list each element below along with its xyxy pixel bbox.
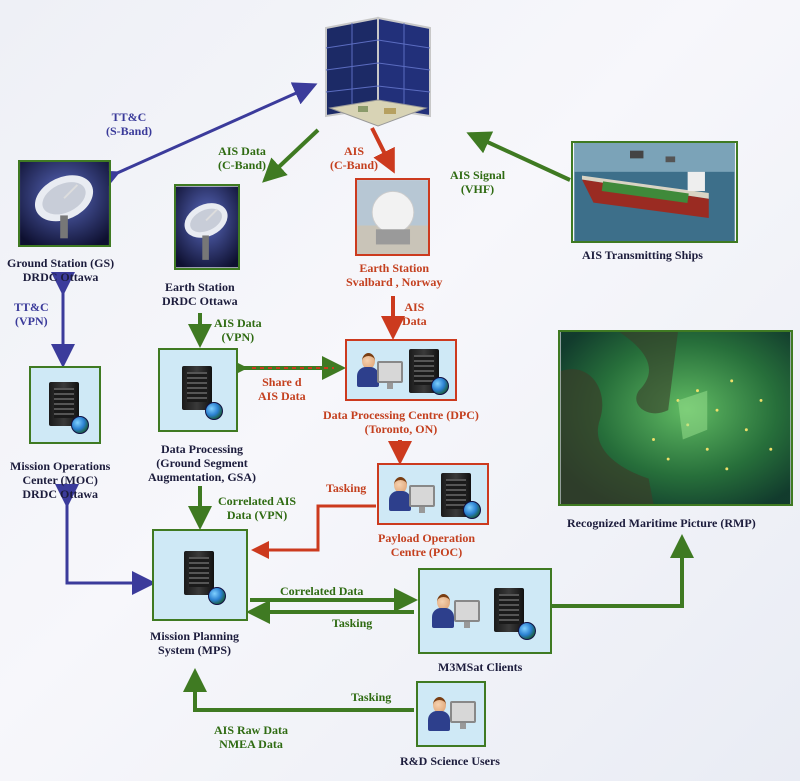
arrow-poc-tasking xyxy=(251,504,376,559)
dpc-box xyxy=(345,339,457,401)
label-rmp: Recognized Maritime Picture (RMP) xyxy=(567,516,756,530)
label-ais-data-cband: AIS Data(C-Band) xyxy=(218,144,267,172)
label-rd-science-users: R&D Science Users xyxy=(400,754,500,768)
globe-icon xyxy=(71,416,89,434)
m3msat-clients-box xyxy=(418,568,552,654)
globe-icon xyxy=(205,402,223,420)
label-ttc-vpn: TT&C(VPN) xyxy=(14,300,49,328)
arrow-ais-signal-vhf xyxy=(466,131,571,182)
label-ground-station: Ground Station (GS)DRDC Ottawa xyxy=(7,256,115,284)
radome-icon xyxy=(355,178,430,256)
globe-icon xyxy=(518,622,536,640)
label-ais-cband: AIS(C-Band) xyxy=(330,144,379,172)
label-dpc: Data Processing Centre (DPC)(Toronto, ON… xyxy=(323,408,479,436)
user-icon xyxy=(432,594,454,628)
globe-icon xyxy=(431,377,449,395)
label-ttc-sband: TT&C(S-Band) xyxy=(106,110,153,138)
user-icon xyxy=(357,353,379,387)
label-ais-transmitting-ships: AIS Transmitting Ships xyxy=(582,248,703,262)
label-tasking-clients: Tasking xyxy=(332,616,373,630)
monitor-icon xyxy=(409,485,435,513)
arrow-ttc-sband xyxy=(93,82,318,193)
monitor-icon xyxy=(450,701,476,729)
label-tasking-rd: Tasking xyxy=(351,690,392,704)
arrow-clients-rmp xyxy=(552,534,694,608)
label-correlated-data: Correlated Data xyxy=(280,584,364,598)
satellite-dish-icon xyxy=(18,160,111,247)
label-ais-signal-vhf: AIS Signal(VHF) xyxy=(450,168,506,196)
server-icon xyxy=(409,349,439,393)
satellite-dish-icon xyxy=(174,184,240,270)
data-processing-box xyxy=(158,348,238,432)
arrow-moc-mps xyxy=(55,484,156,595)
rd-science-users-box xyxy=(416,681,486,747)
user-icon xyxy=(428,697,450,731)
server-icon xyxy=(182,366,212,410)
arrow-ais-cband-svalbard xyxy=(370,127,395,174)
server-icon xyxy=(494,588,524,632)
globe-icon xyxy=(208,587,226,605)
poc-box xyxy=(377,463,489,525)
globe-icon xyxy=(463,501,481,519)
arrow-ais-cband-ottawa xyxy=(262,128,320,183)
arrow-rd-tasking xyxy=(183,668,414,712)
user-icon xyxy=(389,477,411,511)
label-m3msat-clients: M3MSat Clients xyxy=(438,660,523,674)
moc-box xyxy=(29,366,101,444)
monitor-icon xyxy=(454,600,480,628)
label-tasking-poc: Tasking xyxy=(326,481,367,495)
monitor-icon xyxy=(377,361,403,389)
ship-icon xyxy=(571,141,738,243)
server-icon xyxy=(184,551,214,595)
mps-box xyxy=(152,529,248,621)
maritime-map-icon xyxy=(558,330,793,506)
satellite-icon xyxy=(325,16,431,127)
label-ais-data-vpn: AIS Data(VPN) xyxy=(214,316,262,344)
